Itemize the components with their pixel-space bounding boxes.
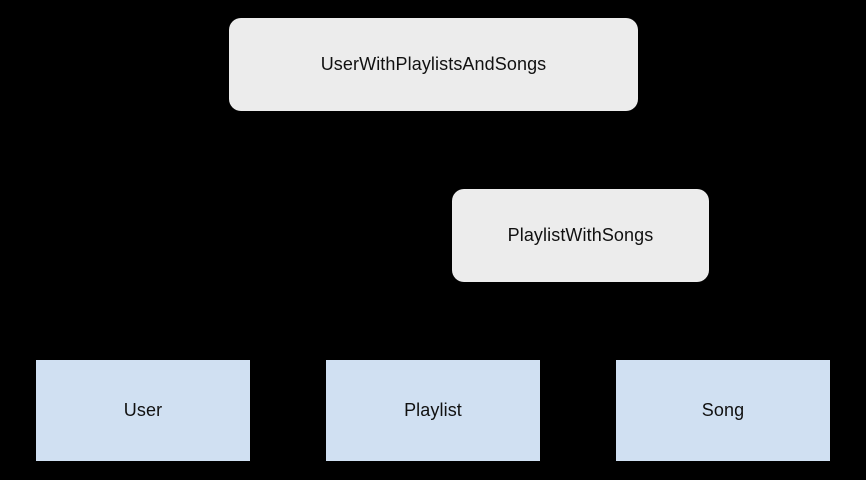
node-label-playlist-with-songs: PlaylistWithSongs [507,224,654,245]
node-user-with-playlists-and-songs[interactable]: UserWithPlaylistsAndSongs [229,18,638,111]
node-label-user-with-playlists-and-songs: UserWithPlaylistsAndSongs [320,53,547,74]
node-playlist[interactable]: Playlist [326,360,540,461]
node-label-playlist: Playlist [404,399,462,420]
edge-user-with-playlists-and-songs-to-playlist-with-songs [432,111,581,189]
node-label-user: User [123,399,163,420]
node-user[interactable]: User [36,360,250,461]
node-song[interactable]: Song [616,360,830,461]
edge-playlist-with-songs-to-song [579,282,724,360]
edge-playlist-with-songs-to-playlist [432,282,581,360]
node-playlist-with-songs[interactable]: PlaylistWithSongs [452,189,709,282]
node-label-song: Song [701,399,745,420]
